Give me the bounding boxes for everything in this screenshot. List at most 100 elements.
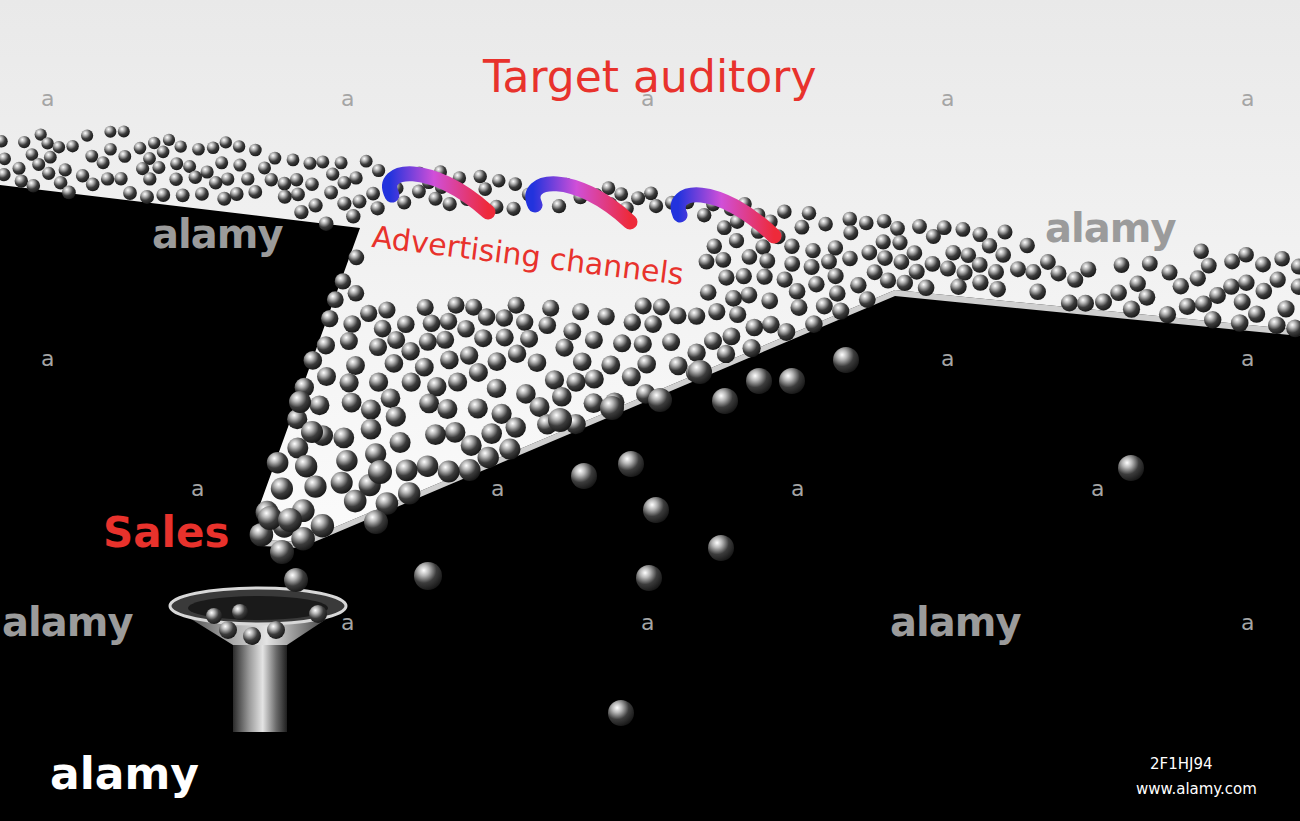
metal-ball <box>419 333 437 351</box>
metal-ball <box>877 214 892 229</box>
metal-ball <box>344 490 367 513</box>
metal-ball <box>459 459 481 481</box>
metal-ball <box>1173 278 1189 294</box>
metal-ball <box>708 535 734 561</box>
metal-ball <box>1194 244 1209 259</box>
metal-ball <box>481 423 502 444</box>
metal-ball <box>336 450 357 471</box>
metal-ball <box>333 427 354 448</box>
metal-ball <box>1010 261 1026 277</box>
metal-ball <box>1051 265 1067 281</box>
watermark: a <box>1241 348 1254 370</box>
watermark: a <box>1241 88 1254 110</box>
metal-ball <box>265 173 278 186</box>
metal-ball <box>688 360 712 384</box>
metal-ball <box>140 190 154 204</box>
metal-ball <box>631 191 645 205</box>
metal-ball <box>123 186 137 200</box>
watermark-url: www.alamy.com <box>1136 782 1257 797</box>
watermark: a <box>341 612 354 634</box>
metal-ball <box>528 353 547 372</box>
metal-ball <box>762 316 780 334</box>
metal-ball <box>414 562 442 590</box>
metal-ball <box>189 171 202 184</box>
metal-ball <box>1190 270 1206 286</box>
metal-ball <box>118 150 131 163</box>
metal-ball <box>206 608 222 624</box>
metal-ball <box>1291 259 1300 275</box>
metal-ball <box>880 272 896 288</box>
metal-ball <box>1223 278 1239 294</box>
metal-ball <box>649 199 663 213</box>
metal-ball <box>366 187 380 201</box>
metal-ball <box>427 377 446 396</box>
metal-ball <box>566 373 585 392</box>
metal-ball <box>134 142 147 155</box>
metal-ball <box>289 391 311 413</box>
metal-ball <box>474 170 487 183</box>
metal-ball <box>1019 238 1034 253</box>
metal-ball <box>243 627 261 645</box>
metal-ball <box>1179 298 1196 315</box>
metal-ball <box>779 368 805 394</box>
metal-ball <box>746 319 764 337</box>
watermark: a <box>641 88 654 110</box>
metal-ball <box>707 239 722 254</box>
watermark: a <box>1091 478 1104 500</box>
metal-ball <box>201 165 214 178</box>
metal-ball <box>1268 316 1286 334</box>
metal-ball <box>1130 276 1146 292</box>
metal-ball <box>829 285 846 302</box>
metal-ball <box>469 363 488 382</box>
metal-ball <box>761 292 778 309</box>
metal-ball <box>311 514 334 537</box>
metal-ball <box>269 152 282 165</box>
metal-ball <box>1209 287 1226 304</box>
metal-ball <box>386 407 406 427</box>
metal-ball <box>909 264 925 280</box>
metal-ball <box>634 335 652 353</box>
metal-ball <box>360 155 373 168</box>
metal-ball <box>372 164 385 177</box>
metal-ball <box>725 290 742 307</box>
metal-ball <box>291 188 305 202</box>
metal-ball <box>743 339 761 357</box>
metal-ball <box>148 137 160 149</box>
metal-ball <box>804 259 820 275</box>
metal-ball <box>412 185 426 199</box>
watermark: a <box>491 478 504 500</box>
metal-ball <box>877 250 893 266</box>
metal-ball <box>1238 247 1254 263</box>
metal-ball <box>778 323 796 341</box>
metal-ball <box>258 161 271 174</box>
metal-ball <box>717 220 732 235</box>
metal-ball <box>757 269 773 285</box>
metal-ball <box>304 351 323 370</box>
metal-ball <box>233 159 246 172</box>
metal-ball <box>643 497 669 523</box>
metal-ball <box>284 568 308 592</box>
metal-ball <box>443 197 457 211</box>
metal-ball <box>907 245 923 261</box>
metal-ball <box>1256 283 1273 300</box>
metal-ball <box>648 388 672 412</box>
metal-ball <box>791 299 808 316</box>
metal-ball <box>460 346 478 364</box>
metal-ball <box>175 140 187 152</box>
watermark: a <box>941 348 954 370</box>
metal-ball <box>248 185 262 199</box>
metal-ball <box>1248 306 1265 323</box>
metal-ball <box>163 134 175 146</box>
metal-ball <box>516 313 533 330</box>
metal-ball <box>335 156 348 169</box>
metal-ball <box>805 243 820 258</box>
metal-ball <box>601 356 620 375</box>
metal-ball <box>53 141 65 153</box>
metal-ball <box>0 135 8 147</box>
metal-ball <box>468 398 488 418</box>
metal-ball <box>509 177 523 191</box>
metal-ball <box>545 370 564 389</box>
metal-ball <box>487 379 506 398</box>
metal-ball <box>759 253 775 269</box>
metal-ball <box>419 394 439 414</box>
